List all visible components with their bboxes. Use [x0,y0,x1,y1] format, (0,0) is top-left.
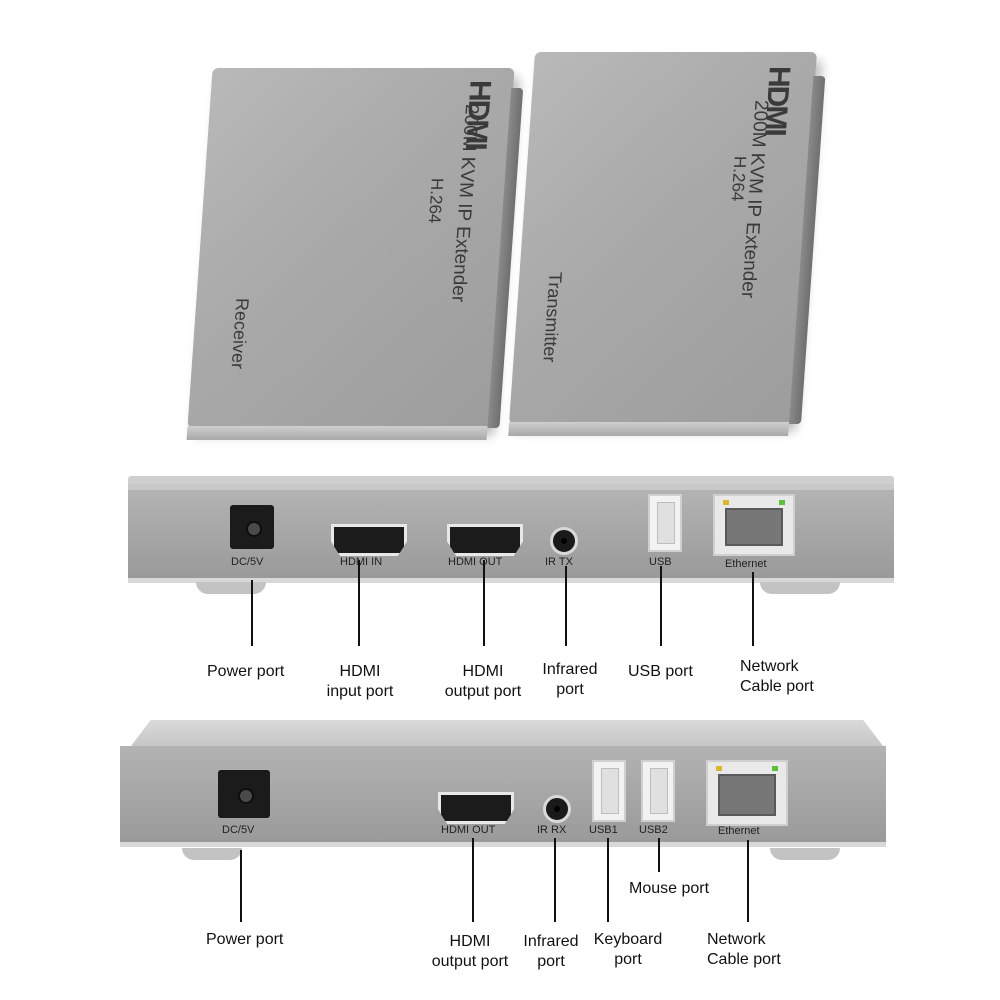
dc-label: DC/5V [222,824,255,836]
callout-hdmi-output: HDMI output port [444,663,522,700]
usb1-port[interactable] [592,760,626,822]
leader-line [483,560,485,646]
dc-label: DC/5V [231,556,264,568]
leader-line [607,838,609,922]
ir-rx-label: IR RX [537,824,567,836]
receiver-role: Receiver [227,298,253,370]
dc-power-jack[interactable] [218,770,270,818]
receiver-unit: HDMI H.264 200M KVM IP Extender Receiver [186,68,524,440]
dc-power-jack[interactable] [230,505,274,549]
ethernet-label: Ethernet [725,558,767,570]
hdmi-in-port[interactable] [331,524,407,556]
callout-keyboard: Keyboard port [593,931,663,968]
leader-line [565,566,567,646]
hdmi-out-label: HDMI OUT [441,824,496,836]
usb2-port[interactable] [641,760,675,822]
callout-hdmi-output: HDMI output port [431,933,509,970]
callout-infrared: Infrared port [523,933,579,970]
usb-port[interactable] [648,494,682,552]
leader-line [747,840,749,922]
leader-line [660,566,662,646]
ir-tx-label: IR TX [545,556,573,568]
hdmi-out-port[interactable] [438,792,514,824]
ir-rx-jack[interactable] [543,795,571,823]
ethernet-port[interactable] [706,760,788,826]
ethernet-port[interactable] [713,494,795,556]
ethernet-label: Ethernet [718,825,760,837]
callout-network: Network Cable port [740,658,814,695]
hdmi-out-label: HDMI OUT [448,556,503,568]
leader-line [472,838,474,922]
callout-infrared: Infrared port [542,661,598,698]
leader-line [658,838,660,872]
receiver-model: 200M KVM IP Extender [447,104,483,303]
transmitter-role: Transmitter [539,272,566,363]
leader-line [358,560,360,646]
callout-usb: USB port [628,663,693,680]
transmitter-unit: HDMI H.264 200M KVM IP Extender Transmit… [508,52,826,436]
leader-line [251,580,253,646]
callout-network: Network Cable port [707,931,781,968]
usb2-label: USB2 [639,824,668,836]
callout-hdmi-input: HDMI input port [326,663,394,700]
leader-line [554,838,556,922]
usb-label: USB [649,556,672,568]
leader-line [752,572,754,646]
callout-power: Power port [206,931,284,948]
leader-line [240,850,242,922]
callout-power: Power port [207,663,285,680]
callout-mouse: Mouse port [629,880,710,897]
hdmi-in-label: HDMI IN [340,556,383,568]
ir-tx-jack[interactable] [550,527,578,555]
receiver-codec: H.264 [424,178,447,224]
hdmi-out-port[interactable] [447,524,523,556]
usb1-label: USB1 [589,824,618,836]
